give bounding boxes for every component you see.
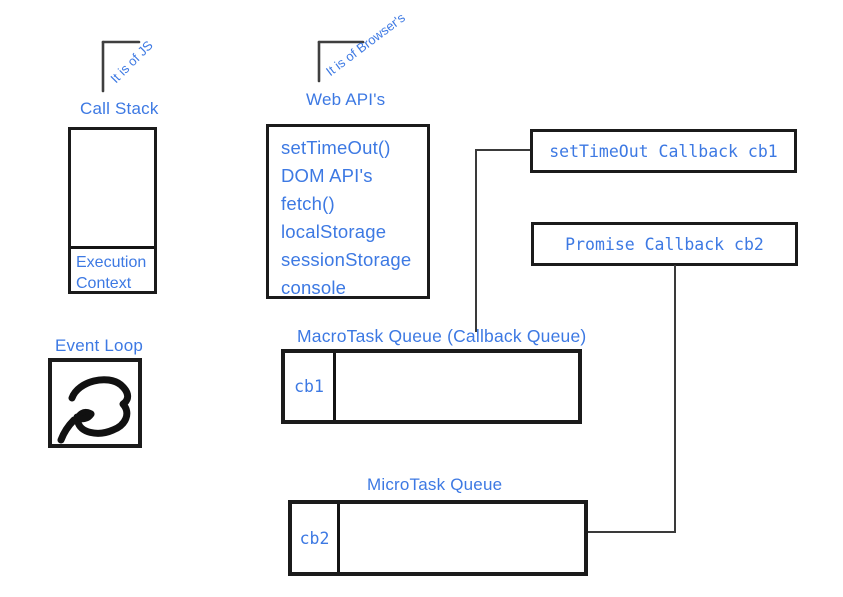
settimeout-callback-label: setTimeOut Callback cb1 [549, 141, 778, 161]
macrotask-queue-item: cb1 [294, 377, 324, 396]
web-apis-box: setTimeOut() DOM API's fetch() localStor… [266, 124, 430, 299]
microtask-slot-divider [337, 504, 340, 572]
event-loop-box [48, 358, 142, 448]
event-loop-label: Event Loop [55, 336, 144, 355]
web-api-item: setTimeOut() [281, 137, 391, 158]
connector-cb2-horizontal [588, 531, 676, 533]
call-stack-divider [71, 246, 154, 249]
promise-callback-label: Promise Callback cb2 [565, 234, 764, 254]
loop-arrow-icon [57, 376, 132, 444]
web-api-list: setTimeOut() DOM API's fetch() localStor… [269, 127, 427, 302]
macrotask-slot-divider [333, 353, 336, 420]
macrotask-queue-label: MacroTask Queue (Callback Queue) [297, 326, 587, 346]
web-api-item: fetch() [281, 193, 335, 214]
connector-cb1-vertical [475, 149, 477, 332]
microtask-queue-label: MicroTask Queue [367, 475, 503, 494]
web-api-item: sessionStorage [281, 249, 412, 270]
promise-callback-box: Promise Callback cb2 [531, 222, 798, 266]
web-api-item: DOM API's [281, 165, 373, 186]
call-stack-label: Call Stack [80, 99, 159, 118]
microtask-queue-box: cb2 [288, 500, 588, 576]
web-apis-label: Web API's [306, 90, 386, 109]
web-api-item: localStorage [281, 221, 387, 242]
corner-bracket-icon [101, 40, 141, 93]
microtask-queue-item: cb2 [299, 528, 330, 548]
web-api-item: console [281, 277, 347, 298]
call-stack-box: Execution Context [68, 127, 157, 294]
corner-bracket-icon [317, 40, 365, 83]
connector-cb2-vertical [674, 265, 676, 533]
settimeout-callback-box: setTimeOut Callback cb1 [530, 129, 797, 173]
macrotask-queue-box: cb1 [281, 349, 582, 424]
execution-context-label: Execution Context [76, 254, 147, 292]
connector-cb1-horizontal [475, 149, 530, 151]
